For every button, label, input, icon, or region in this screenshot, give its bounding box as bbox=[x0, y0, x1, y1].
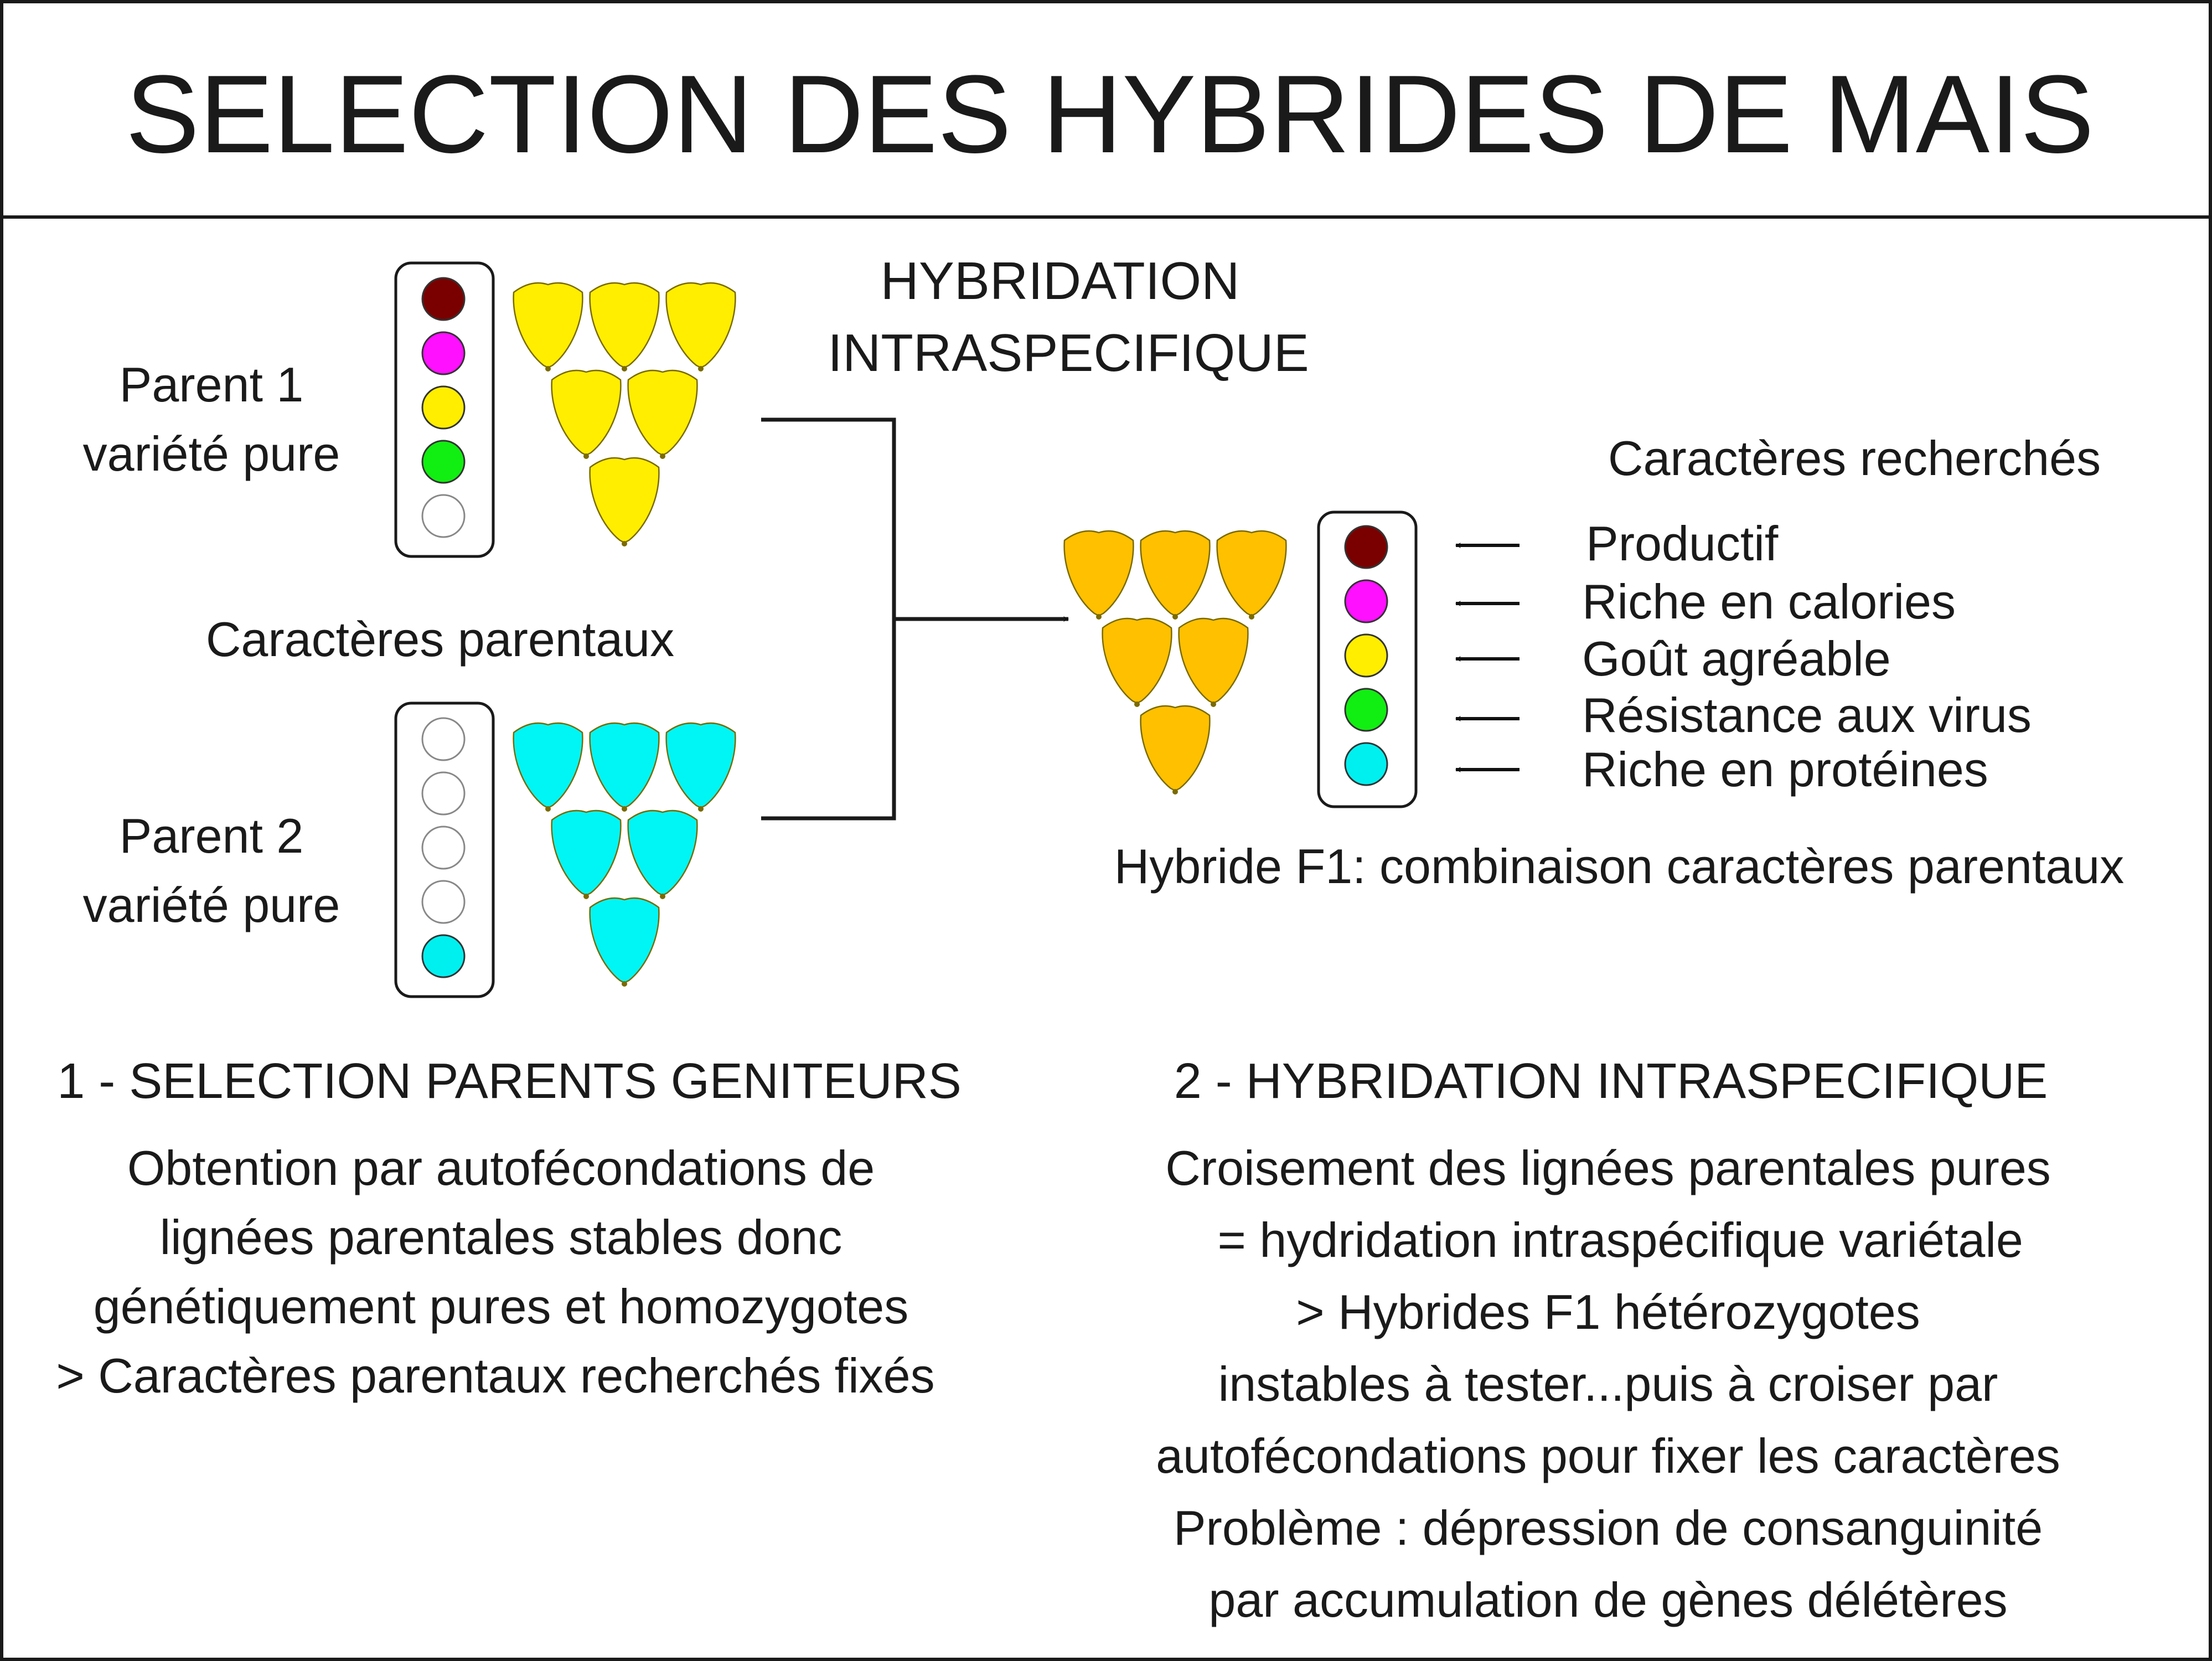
section1-line: Obtention par autofécondations de bbox=[127, 1141, 875, 1195]
hybridation-label-line2: INTRASPECIFIQUE bbox=[828, 323, 1309, 383]
trait-dot bbox=[1344, 742, 1388, 786]
parent1-variety: variété pure bbox=[83, 426, 340, 481]
trait-productif: Productif bbox=[1586, 516, 1779, 571]
kernel-tip bbox=[1172, 789, 1178, 795]
kernel-tip bbox=[622, 366, 627, 372]
corn-kernel bbox=[513, 722, 583, 809]
corn-kernel bbox=[627, 369, 698, 456]
trait-calories: Riche en calories bbox=[1582, 574, 1956, 629]
parent1-kernels bbox=[513, 282, 736, 546]
trait-gout: Goût agréable bbox=[1582, 631, 1891, 686]
trait-dot bbox=[421, 717, 466, 761]
traits-heading: Caractères recherchés bbox=[1608, 431, 2101, 486]
trait-dot bbox=[421, 277, 466, 321]
kernel-tip bbox=[1096, 614, 1102, 620]
trait-dot bbox=[1344, 525, 1388, 569]
corn-kernel bbox=[1063, 530, 1134, 617]
kernel-tip bbox=[545, 806, 551, 812]
kernel-tip bbox=[583, 894, 589, 899]
section2-line: instables à tester...puis à croiser par bbox=[1218, 1356, 1998, 1411]
corn-kernel bbox=[1216, 530, 1287, 617]
parental-traits-label: Caractères parentaux bbox=[206, 612, 674, 667]
corn-kernel bbox=[1140, 530, 1211, 617]
parent2-variety: variété pure bbox=[83, 878, 340, 932]
kernel-tip bbox=[1249, 614, 1254, 620]
section2-line: autofécondations pour fixer les caractèr… bbox=[1156, 1428, 2060, 1483]
trait-resistance: Résistance aux virus bbox=[1582, 688, 2032, 742]
kernel-tip bbox=[660, 894, 665, 899]
kernel-tip bbox=[698, 366, 704, 372]
trait-dot bbox=[421, 826, 466, 870]
section2-line: = hydridation intraspécifique variétale bbox=[1204, 1213, 2023, 1267]
corn-kernel bbox=[1178, 617, 1249, 704]
hybrid-caption: Hybride F1: combinaison caractères paren… bbox=[1114, 839, 2124, 894]
kernel-tip bbox=[660, 453, 665, 459]
trait-dot bbox=[421, 880, 466, 924]
corn-kernel bbox=[513, 282, 583, 369]
trait-dot bbox=[1344, 579, 1388, 623]
trait-dot bbox=[421, 440, 466, 484]
corn-kernel bbox=[589, 722, 660, 809]
kernel-tip bbox=[545, 366, 551, 372]
corn-kernel bbox=[551, 809, 622, 896]
section2-line: Problème : dépression de consanguinité bbox=[1174, 1500, 2043, 1555]
trait-dot bbox=[1344, 633, 1388, 678]
parent2-trait-dots bbox=[421, 717, 466, 978]
page-title: SELECTION DES HYBRIDES DE MAIS bbox=[126, 53, 2094, 176]
corn-kernel bbox=[627, 809, 698, 896]
section2-line: Croisement des lignées parentales pures bbox=[1165, 1141, 2051, 1195]
parent2-kernels bbox=[513, 722, 736, 987]
corn-kernel bbox=[1102, 617, 1172, 704]
section1-line: génétiquement pures et homozygotes bbox=[94, 1279, 909, 1334]
kernel-tip bbox=[1211, 701, 1216, 707]
trait-dot bbox=[421, 385, 466, 430]
trait-dot bbox=[1344, 688, 1388, 732]
trait-proteines: Riche en protéines bbox=[1582, 742, 1988, 797]
kernel-tip bbox=[1172, 614, 1178, 620]
section1-heading: 1 - SELECTION PARENTS GENITEURS bbox=[57, 1054, 962, 1109]
section2-line: > Hybrides F1 hétérozygotes bbox=[1296, 1285, 1920, 1339]
parent1-trait-dots bbox=[421, 277, 466, 538]
kernel-tip bbox=[583, 453, 589, 459]
hybrid-trait-dots bbox=[1344, 525, 1388, 786]
corn-kernel bbox=[665, 282, 736, 369]
corn-kernel bbox=[1140, 705, 1211, 792]
trait-arrows bbox=[1455, 543, 1520, 772]
section1-line: lignées parentales stables donc bbox=[160, 1210, 843, 1265]
corn-kernel bbox=[589, 897, 660, 984]
corn-kernel bbox=[665, 722, 736, 809]
hybridation-label-line1: HYBRIDATION bbox=[881, 251, 1240, 311]
kernel-tip bbox=[622, 806, 627, 812]
parent1-label: Parent 1 bbox=[120, 357, 304, 412]
trait-dot bbox=[421, 934, 466, 978]
trait-dot bbox=[421, 771, 466, 816]
parent2-label: Parent 2 bbox=[120, 808, 304, 863]
kernel-tip bbox=[1134, 701, 1140, 707]
trait-dot bbox=[421, 331, 466, 375]
corn-kernel bbox=[589, 457, 660, 544]
trait-dot bbox=[421, 494, 466, 538]
section2-line: par accumulation de gènes délétères bbox=[1208, 1572, 2007, 1627]
kernel-tip bbox=[622, 541, 627, 546]
kernel-tip bbox=[622, 981, 627, 987]
kernel-tip bbox=[698, 806, 704, 812]
corn-kernel bbox=[589, 282, 660, 369]
section1-line: > Caractères parentaux recherchés fixés bbox=[56, 1348, 934, 1403]
hybrid-kernels bbox=[1063, 530, 1287, 795]
corn-kernel bbox=[551, 369, 622, 456]
section2-heading: 2 - HYBRIDATION INTRASPECIFIQUE bbox=[1174, 1054, 2048, 1109]
